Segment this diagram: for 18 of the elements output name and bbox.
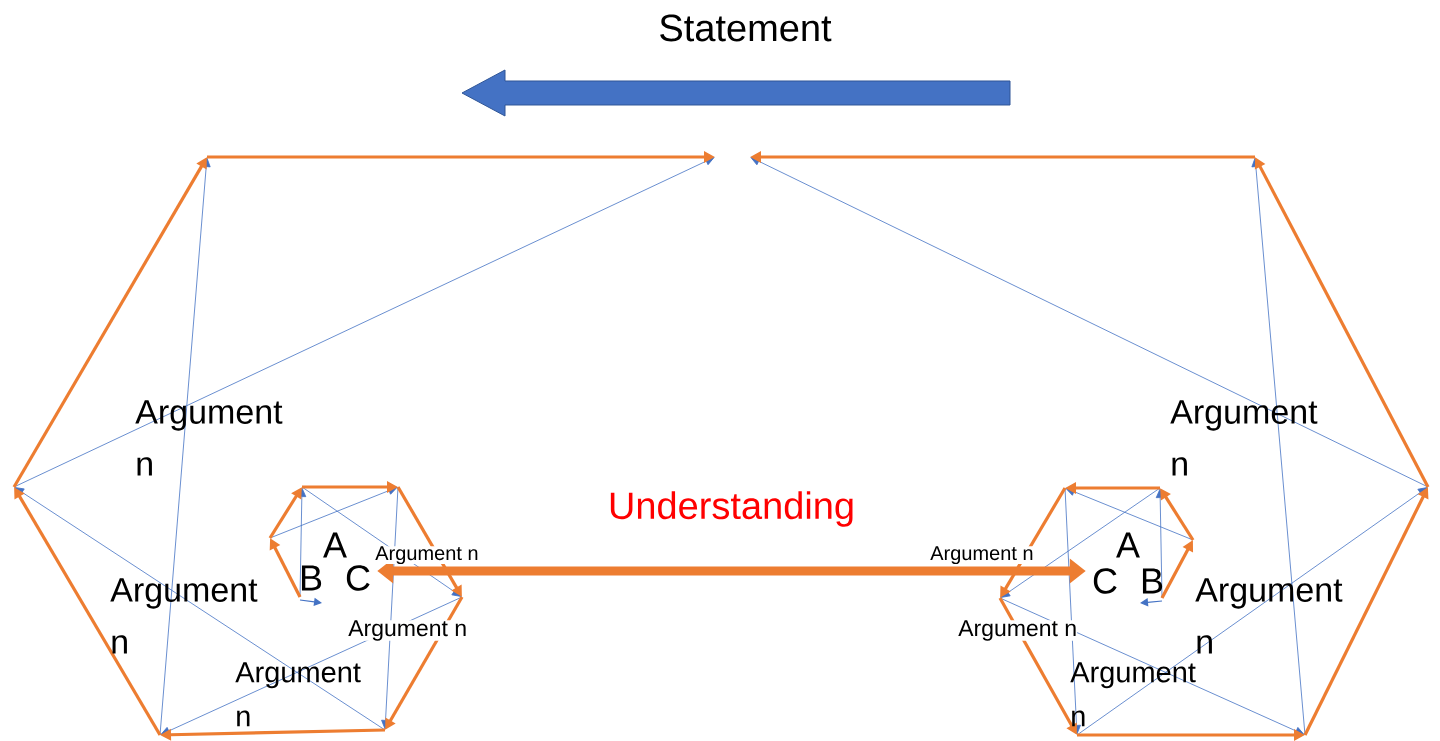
- argument-label: Argument n: [1170, 400, 1318, 476]
- vertex-letter: B: [301, 565, 322, 591]
- argument-label: Argument n: [1195, 578, 1343, 654]
- vertex-letter: C: [346, 565, 370, 591]
- vertex-letter: A: [323, 532, 347, 558]
- vertex-letter: C: [1093, 568, 1117, 594]
- argument-label: Argument n: [375, 546, 479, 565]
- vertex-letter: B: [1142, 568, 1163, 594]
- argument-label: Argument n: [110, 578, 258, 654]
- edge-label: Understanding: [606, 490, 857, 528]
- argument-label: Argument n: [135, 400, 283, 476]
- heading: Statement: [660, 14, 832, 42]
- argument-label: Argument n: [235, 662, 361, 727]
- argument-label: Argument n: [958, 620, 1078, 641]
- argument-label: Argument n: [930, 546, 1034, 565]
- vertex-letter: A: [1116, 532, 1140, 558]
- argument-label: Argument n: [348, 620, 468, 641]
- argument-label: Argument n: [1070, 662, 1196, 727]
